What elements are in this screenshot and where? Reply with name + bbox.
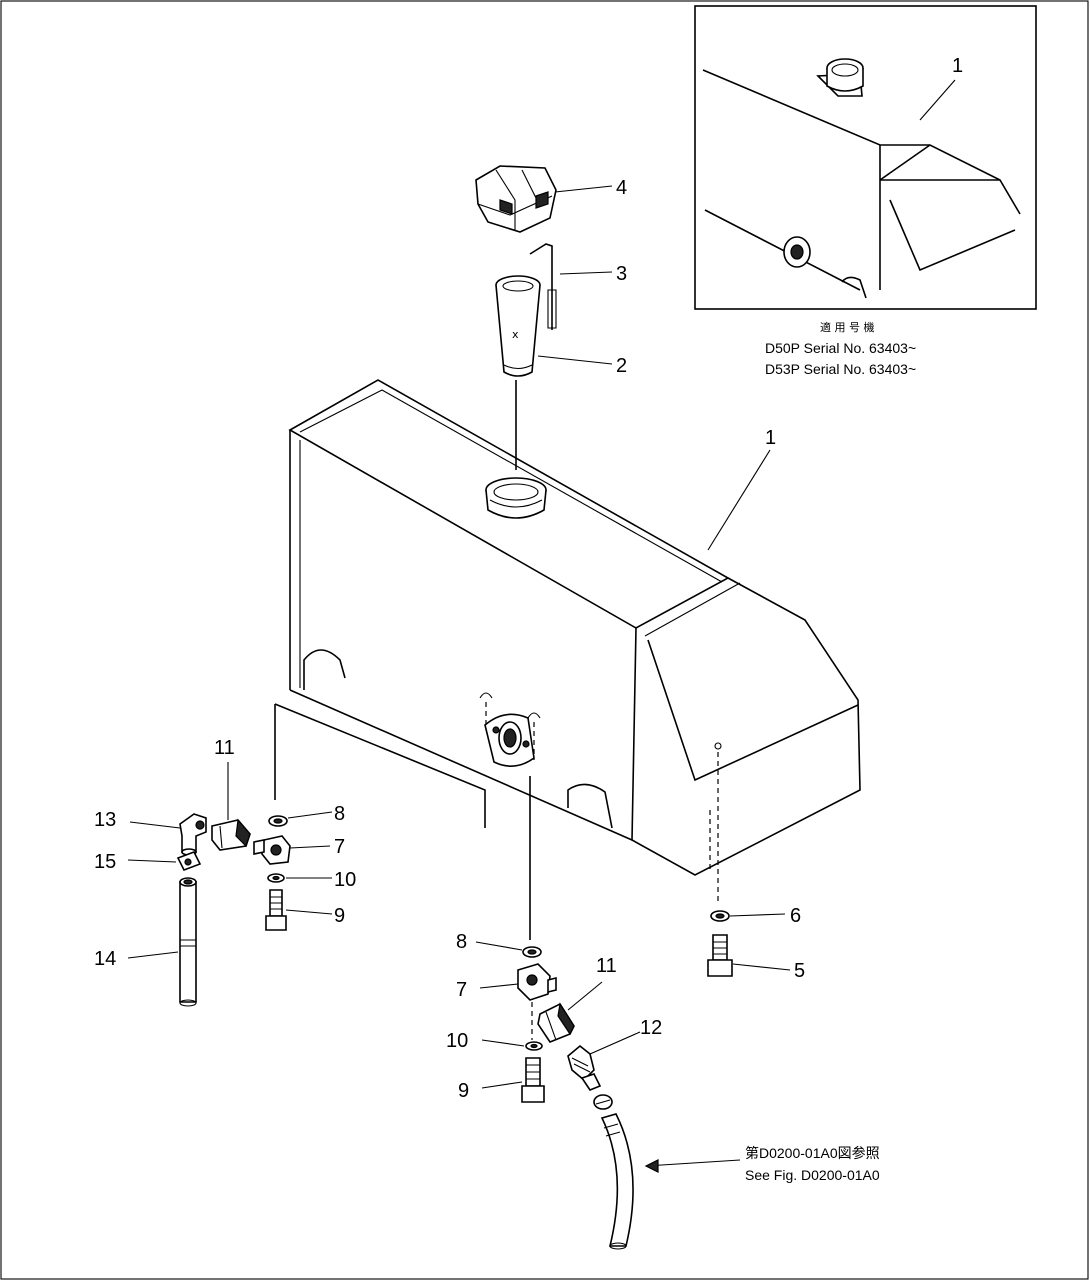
part-8-washer-center	[522, 946, 542, 958]
inset-filler-neck	[816, 58, 864, 97]
part-2-strainer: x	[495, 275, 541, 377]
inset-tank-bevel	[879, 144, 931, 181]
leader-11b	[567, 981, 603, 1011]
callout-12: 12	[640, 1017, 662, 1039]
callout-4: 4	[616, 177, 627, 199]
part-10-washer-left	[267, 873, 285, 883]
leader-7b	[479, 983, 519, 989]
part-3-lock-pin	[529, 243, 557, 330]
bolt-hole-marker	[714, 742, 722, 750]
callout-10a: 10	[334, 869, 356, 891]
leader-14	[127, 951, 179, 959]
callout-7a: 7	[334, 836, 345, 858]
part-10-washer-center	[525, 1041, 543, 1051]
part-8-washer-left	[268, 815, 288, 827]
leader-4	[554, 185, 613, 193]
part-13-elbow	[179, 813, 207, 856]
leader-5	[732, 963, 791, 971]
part-6-washer	[710, 910, 730, 922]
tank-right-end	[631, 577, 861, 876]
inset-leader-1	[919, 79, 956, 121]
hose-clamp	[593, 1094, 613, 1110]
tank-drain-flange	[484, 713, 535, 767]
inset-panel: 1	[694, 5, 1037, 310]
callout-1: 1	[765, 427, 776, 449]
leader-10b	[481, 1039, 525, 1047]
callout-15: 15	[94, 851, 116, 873]
leader-9b	[481, 1081, 523, 1089]
leader-15	[127, 859, 177, 863]
drain-bolt-marker-1	[479, 692, 493, 699]
callout-5: 5	[794, 960, 805, 982]
inset-callout-1: 1	[952, 55, 963, 77]
drain-bolt-marker-2	[527, 712, 541, 719]
left-gasket-outline	[274, 703, 486, 828]
callout-8a: 8	[334, 803, 345, 825]
part-9-bolt-left	[265, 889, 287, 931]
leader-13	[129, 821, 181, 829]
part-14-hose	[179, 877, 197, 1007]
fuel-tank	[288, 379, 861, 876]
reference-arrowhead	[644, 1159, 659, 1173]
tank-cutout-left	[303, 649, 346, 690]
inset-jp-note: 適 用 号 機	[820, 320, 875, 334]
part-15-clamp	[176, 850, 202, 872]
leader-8a	[287, 811, 333, 819]
callout-11a: 11	[214, 737, 235, 759]
tank-end-panel	[647, 639, 859, 782]
leader-8b	[475, 941, 523, 951]
tank-cutout-right	[567, 783, 613, 829]
leader-6	[729, 913, 786, 917]
part-11-valve-center	[537, 1002, 575, 1043]
inset-serial-2: D53P Serial No. 63403~	[765, 361, 916, 377]
callout-7b: 7	[456, 979, 467, 1001]
inset-tank-end-panel	[889, 199, 1016, 272]
callout-8b: 8	[456, 931, 467, 953]
tank-bevel-line	[644, 582, 741, 637]
part-12-nipple	[567, 1044, 602, 1091]
reference-en: See Fig. D0200-01A0	[745, 1167, 880, 1183]
tank-filler-ring	[485, 477, 547, 519]
inset-drain-flange	[783, 236, 811, 268]
callout-9a: 9	[334, 905, 345, 927]
part-11-valve-left	[211, 818, 251, 851]
callout-11b: 11	[596, 955, 617, 977]
tank-top-inner-edge	[299, 389, 723, 583]
inset-tank-bottom-edge	[704, 209, 861, 291]
fuel-hose	[600, 1113, 634, 1250]
strainer-mark: x	[512, 328, 519, 341]
inset-frame	[694, 5, 1037, 310]
leader-12	[589, 1031, 641, 1055]
reference-jp: 第D0200-01A0図参照	[745, 1145, 880, 1161]
tank-front-bottom-edge	[289, 689, 633, 841]
part-5-bolt	[707, 934, 733, 977]
leader-reference	[645, 1159, 741, 1167]
leader-1	[707, 449, 771, 551]
callout-14: 14	[94, 948, 116, 970]
part-7-joint-left	[253, 835, 291, 865]
part-9-bolt-center	[521, 1057, 545, 1103]
callout-3: 3	[616, 263, 627, 285]
inset-serial-1: D50P Serial No. 63403~	[765, 340, 916, 356]
part-7-joint-center	[517, 963, 557, 1001]
leader-2	[537, 355, 613, 365]
leader-3	[559, 271, 613, 275]
leader-9a	[285, 909, 333, 915]
callout-13: 13	[94, 809, 116, 831]
part-4-filler-cap	[475, 165, 557, 233]
leader-7a	[289, 845, 331, 849]
inset-cutout	[841, 276, 867, 299]
callout-6: 6	[790, 905, 801, 927]
callout-10b: 10	[446, 1030, 468, 1052]
callout-2: 2	[616, 355, 627, 377]
callout-9b: 9	[458, 1080, 469, 1102]
